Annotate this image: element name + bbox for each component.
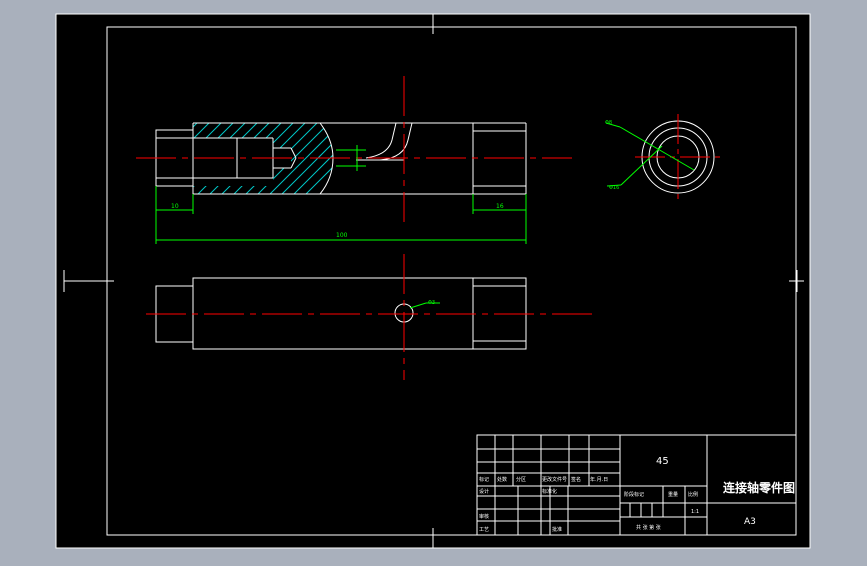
end-view: Φ8 Φ16 [605,114,722,200]
title-block [476,434,797,536]
dim-overall-length: 100 [336,232,348,239]
tb-label-signature: 签名 [571,476,581,483]
paper-sheet [55,13,811,549]
title-block-text: 标记 处数 分区 更改文件号 签名 年.月.日 设计 标准化 审核 工艺 批准 … [479,476,699,533]
dim-left-step: 10 [171,203,179,210]
dim-hole-bottom: Φ16 [609,185,619,191]
tb-label-change-doc: 更改文件号 [542,476,567,483]
drawing-title: 连接轴零件图 [723,480,795,495]
tb-label-sheet: 共 张 第 张 [636,524,661,531]
sheet-size: A3 [744,517,756,527]
tb-label-weight: 重量 [668,491,678,498]
tb-label-count: 处数 [497,476,507,483]
top-view: Φ3 [146,254,592,380]
tb-label-mark: 标记 [479,476,489,483]
centering-marks [63,14,804,548]
dim-hole-top: Φ8 [605,120,612,126]
tb-label-approve: 批准 [552,526,562,533]
tb-label-standardize: 标准化 [542,488,557,495]
tb-label-stage: 阶段标记 [624,491,644,498]
tb-label-date: 年.月.日 [590,476,608,483]
dim-cross-hole: Φ3 [428,300,435,306]
tb-label-process: 工艺 [479,527,489,533]
front-view: 10 16 100 [136,76,572,244]
tb-scale-value: 1:1 [691,509,699,515]
dim-right-step: 16 [496,203,504,210]
tb-label-review: 审核 [479,513,489,520]
tb-label-scale: 比例 [688,491,698,498]
front-dimensions [155,186,527,244]
tb-label-zone: 分区 [516,476,526,483]
tb-label-designer: 设计 [479,488,489,495]
material-value: 45 [656,456,669,467]
